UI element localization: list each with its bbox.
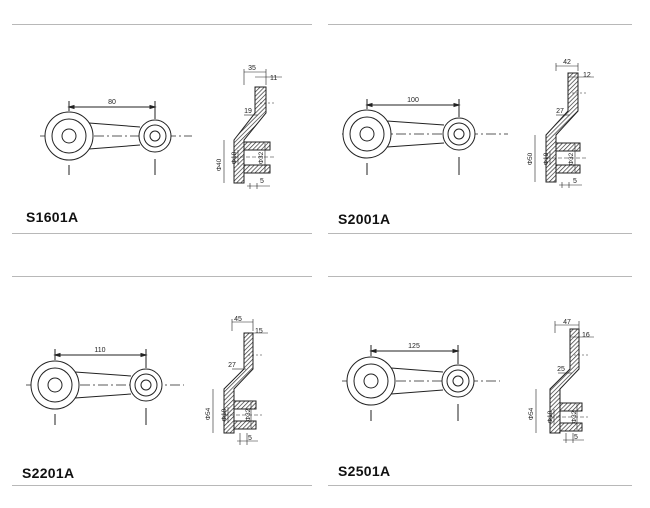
width-total-label: 35 bbox=[248, 65, 256, 72]
width-total-label: 47 bbox=[563, 319, 571, 326]
bore-diameter-label: Φ18 bbox=[543, 152, 550, 165]
boss-diameter-label: Φ32 bbox=[258, 151, 265, 164]
arm-top-view bbox=[26, 349, 184, 425]
arm-top-view bbox=[40, 101, 192, 175]
arm-top-view bbox=[342, 99, 508, 175]
outer-diameter-label: Φ40 bbox=[216, 158, 223, 171]
drawing-panel-4: 125 47 16 25 Φ54 Φ18 Φ32 5 S2501A bbox=[328, 276, 632, 486]
outer-diameter-label: Φ54 bbox=[528, 407, 535, 420]
base-thickness-label: 5 bbox=[260, 178, 264, 185]
outer-diameter-label: Φ54 bbox=[205, 407, 212, 420]
technical-drawing-3: 110 45 15 27 Φ54 Φ18 Φ32 5 bbox=[26, 316, 268, 445]
base-thickness-label: 5 bbox=[574, 434, 578, 441]
technical-drawing-1: 80 35 11 19 Φ40 Φ18 Φ32 5 bbox=[40, 65, 282, 189]
center-distance-label: 100 bbox=[407, 97, 419, 104]
model-number: S2001A bbox=[338, 211, 391, 227]
offset-label: 25 bbox=[557, 366, 565, 373]
model-number: S2201A bbox=[22, 465, 75, 481]
model-number: S2501A bbox=[338, 463, 391, 479]
offset-label: 27 bbox=[228, 362, 236, 369]
base-thickness-label: 5 bbox=[573, 178, 577, 185]
technical-drawing-4: 125 47 16 25 Φ54 Φ18 Φ32 5 bbox=[342, 319, 594, 443]
model-number: S1601A bbox=[26, 209, 79, 225]
flange-label: 15 bbox=[255, 328, 263, 335]
flange-label: 11 bbox=[270, 75, 277, 82]
width-total-label: 45 bbox=[234, 316, 242, 323]
section-view bbox=[212, 319, 268, 445]
drawing-panel-2: 100 42 12 27 Φ50 Φ18 Φ32 5 S2001A bbox=[328, 24, 632, 234]
section-view bbox=[534, 63, 594, 188]
base-thickness-label: 5 bbox=[248, 435, 252, 442]
boss-diameter-label: Φ32 bbox=[568, 152, 575, 165]
offset-label: 27 bbox=[556, 108, 564, 115]
drawing-panel-3: 110 45 15 27 Φ54 Φ18 Φ32 5 S2201A bbox=[12, 276, 312, 486]
width-total-label: 42 bbox=[563, 59, 571, 66]
center-distance-label: 125 bbox=[408, 343, 420, 350]
center-distance-label: 80 bbox=[108, 99, 116, 106]
flange-label: 16 bbox=[582, 332, 590, 339]
center-distance-label: 110 bbox=[94, 347, 105, 354]
technical-drawing-2: 100 42 12 27 Φ50 Φ18 Φ32 5 bbox=[342, 59, 594, 188]
section-view bbox=[535, 321, 594, 443]
bore-diameter-label: Φ18 bbox=[547, 410, 554, 423]
boss-diameter-label: Φ32 bbox=[571, 410, 578, 423]
bore-diameter-label: Φ18 bbox=[221, 408, 228, 421]
drawing-panel-1: 80 35 11 19 Φ40 Φ18 Φ32 5 S1601A bbox=[12, 24, 312, 234]
outer-diameter-label: Φ50 bbox=[527, 152, 534, 165]
boss-diameter-label: Φ32 bbox=[245, 408, 252, 421]
bore-diameter-label: Φ18 bbox=[231, 151, 238, 164]
offset-label: 19 bbox=[244, 108, 252, 115]
flange-label: 12 bbox=[583, 72, 591, 79]
arm-top-view bbox=[342, 345, 500, 421]
section-view bbox=[223, 69, 282, 189]
